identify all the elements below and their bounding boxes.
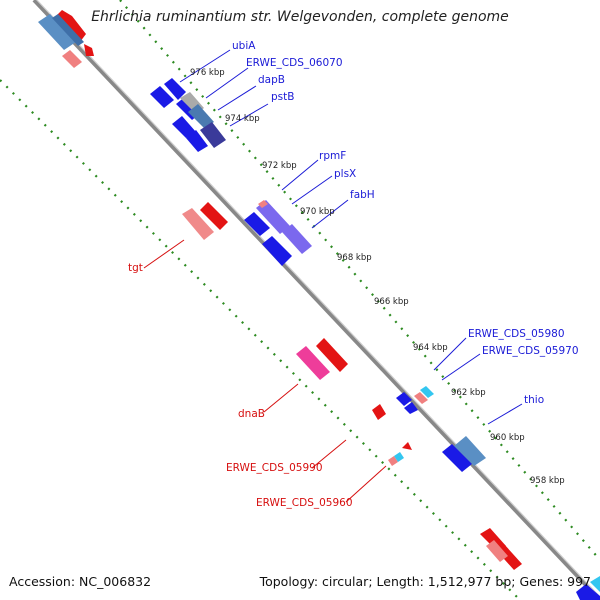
gene-label-erwe-cds-05960[interactable]: ERWE_CDS_05960 [256,497,353,509]
gene-label-erwe-cds-05990[interactable]: ERWE_CDS_05990 [226,462,323,474]
leader-line [263,383,299,413]
inner-dotted-track [0,79,521,600]
forward-gene[interactable] [38,14,76,50]
reverse-gene[interactable] [56,10,86,42]
map-title: Ehrlichia ruminantium str. Welgevonden, … [91,9,509,25]
forward-gene[interactable] [442,444,472,472]
leader-line [217,85,257,111]
leader-line [229,103,269,127]
leader-line [441,353,481,381]
tick-label: 968 kbp [337,253,372,263]
gene-label-dnaB[interactable]: dnaB [238,408,265,420]
reverse-gene[interactable] [372,404,386,420]
forward-gene[interactable] [282,224,312,254]
gene-label-dapB[interactable]: dapB [258,74,285,86]
leader-line [179,49,231,83]
leader-line [143,239,185,269]
leader-line [433,337,467,371]
gene-label-erwe-cds-05970[interactable]: ERWE_CDS_05970 [482,345,579,357]
backbone-highlight [36,0,600,598]
gene-label-thio[interactable]: thio [524,394,545,406]
gene-label-erwe-cds-06070[interactable]: ERWE_CDS_06070 [246,57,343,69]
forward-gene[interactable] [164,78,186,100]
forward-gene[interactable] [576,584,600,600]
reverse-gene[interactable] [316,338,348,372]
leader-line [487,403,523,425]
forward-gene[interactable] [52,14,84,46]
reverse-gene[interactable] [84,44,94,56]
forward-gene[interactable] [188,104,214,128]
leader-line [291,175,333,205]
gene-label-tgt[interactable]: tgt [128,262,143,274]
forward-gene[interactable] [244,212,270,236]
forward-gene[interactable] [262,236,292,266]
forward-gene[interactable] [172,116,196,138]
reverse-gene[interactable] [486,540,508,562]
reverse-leaders [143,239,387,503]
gene-label-erwe-cds-05980[interactable]: ERWE_CDS_05980 [468,328,565,340]
leader-line [345,465,387,503]
reverse-features [56,10,522,570]
forward-features [38,14,600,600]
reverse-gene[interactable] [62,50,82,68]
gene-label-rpmF[interactable]: rpmF [319,150,347,162]
tick-label: 966 kbp [374,297,409,307]
reverse-gene[interactable] [200,202,228,230]
tick-label: 970 kbp [300,207,335,217]
leader-line [311,439,347,469]
forward-gene[interactable] [256,200,290,234]
tick-label: 958 kbp [530,476,565,486]
leader-line [205,67,249,99]
gene-label-plsX[interactable]: plsX [334,168,357,180]
backbone-line [32,0,600,600]
gene-label-pstB[interactable]: pstB [271,91,295,103]
forward-gene[interactable] [396,392,412,406]
outer-dotted-track [119,0,600,561]
leader-line [281,159,319,191]
forward-gene[interactable] [420,386,434,398]
forward-gene[interactable] [404,402,418,414]
forward-gene[interactable] [186,130,208,152]
tick-label: 960 kbp [490,433,525,443]
forward-gene[interactable] [200,122,226,148]
forward-gene[interactable] [590,576,600,592]
gene-label-fabH[interactable]: fabH [350,189,375,201]
forward-leaders [179,49,523,425]
forward-gene[interactable] [150,86,174,108]
tick-label: 962 kbp [451,388,486,398]
reverse-gene[interactable] [394,452,404,462]
tick-label: 974 kbp [225,114,260,124]
reverse-gene[interactable] [296,346,330,380]
tick-label: 972 kbp [262,161,297,171]
genome-summary: Topology: circular; Length: 1,512,977 bp… [259,574,591,589]
forward-gene[interactable] [414,392,428,404]
reverse-gene[interactable] [388,456,398,466]
reverse-gene[interactable] [182,208,214,240]
tick-label: 964 kbp [413,343,448,353]
accession-label: Accession: NC_006832 [9,574,152,589]
forward-gene[interactable] [454,436,486,466]
gene-label-ubiA[interactable]: ubiA [232,40,256,52]
forward-gene[interactable] [258,200,268,208]
tick-label: 976 kbp [190,68,225,78]
reverse-gene[interactable] [402,442,412,450]
leader-line [311,199,349,229]
reverse-gene[interactable] [480,528,506,552]
